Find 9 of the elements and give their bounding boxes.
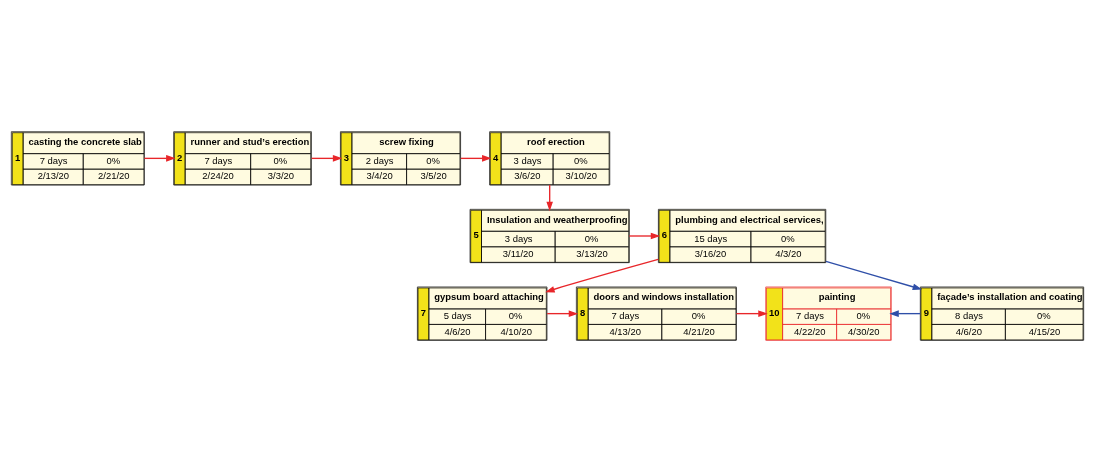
arrow [735, 310, 768, 317]
arrow [545, 258, 659, 293]
arrow [825, 260, 923, 291]
arrow [310, 155, 343, 162]
arrow [628, 232, 661, 240]
arrow [546, 310, 579, 317]
arrow [460, 155, 492, 162]
arrow [143, 155, 176, 162]
arrow [889, 310, 921, 317]
